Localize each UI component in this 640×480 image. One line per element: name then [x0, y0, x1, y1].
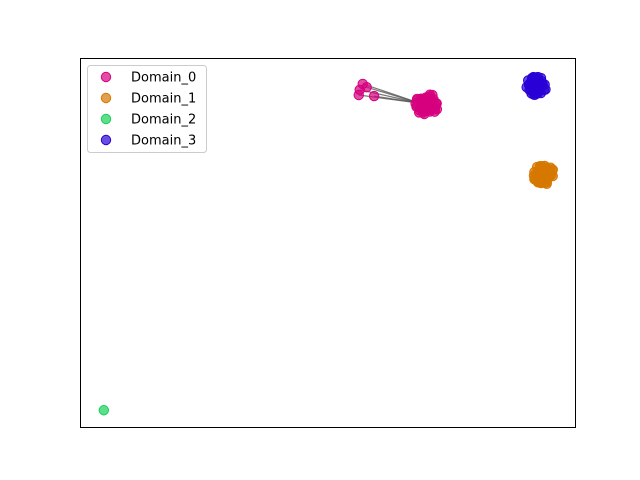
legend-box [87, 65, 207, 153]
points-layer [98, 71, 558, 416]
domain-0-point [410, 98, 421, 109]
legend-label-domain-1: Domain_1 [131, 92, 196, 107]
domain-0-point [431, 98, 442, 109]
domain-0-point [368, 90, 380, 102]
links-layer [358, 83, 420, 104]
legend-label-domain-3: Domain_3 [131, 134, 196, 149]
domain-0-link-1 [366, 86, 420, 104]
legend-label-domain-0: Domain_0 [131, 71, 196, 86]
domain-1-point [529, 174, 540, 185]
domain-3-point [536, 78, 548, 89]
legend-marker-domain-1 [100, 92, 112, 104]
legend-marker-domain-3 [100, 134, 112, 146]
domain-3-point [523, 79, 535, 91]
domain-2-point [98, 405, 110, 416]
legend-marker-domain-0 [100, 71, 112, 83]
domain-0-point [417, 104, 428, 116]
legend-label-domain-2: Domain_2 [131, 113, 196, 128]
domain-1-point [539, 164, 550, 176]
domain-0-point [424, 91, 435, 102]
legend-marker-domain-2 [100, 113, 112, 125]
axes-frame [80, 58, 576, 428]
domain-0-link-2 [359, 89, 420, 104]
domain-0-point [353, 89, 364, 101]
